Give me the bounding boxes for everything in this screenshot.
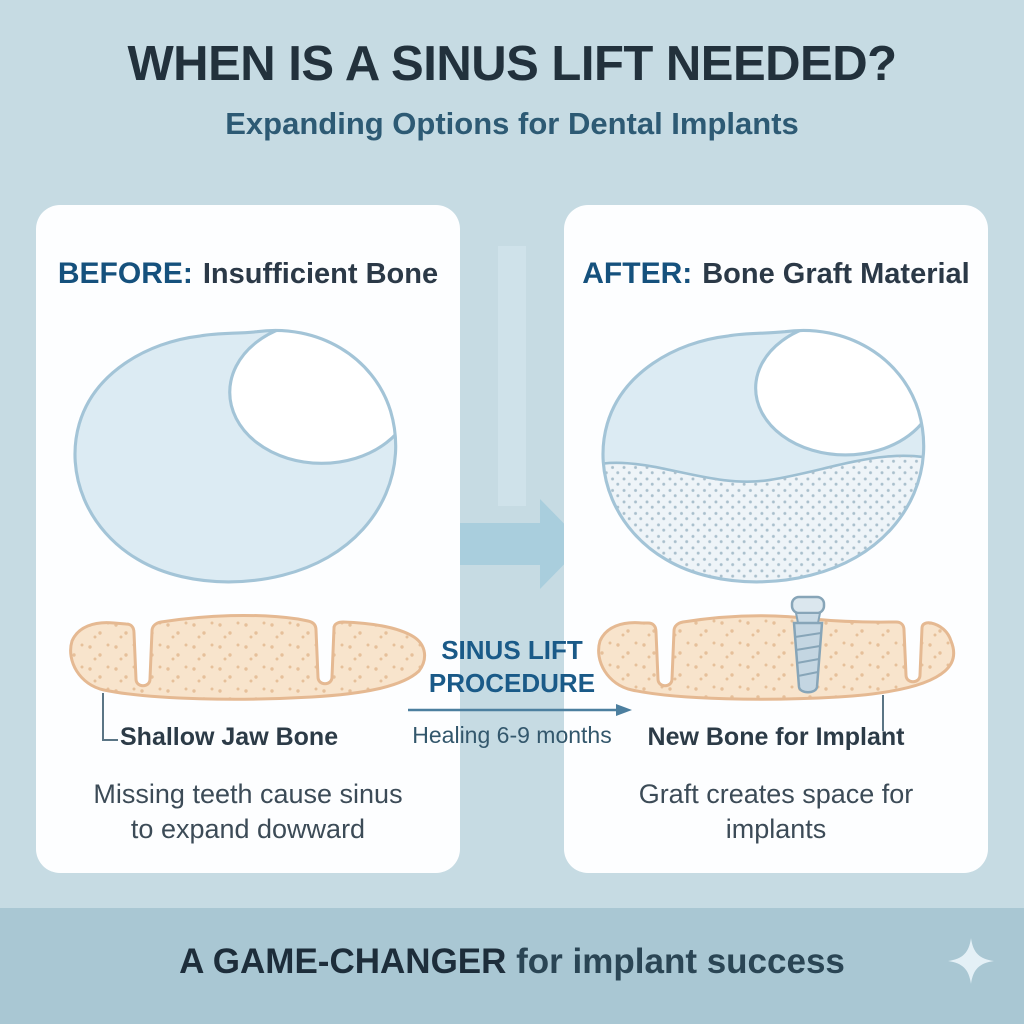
arrow-right-icon [452,499,584,589]
description-line: implants [725,814,827,845]
procedure-label: SINUS LIFT PROCEDURE [412,634,612,699]
sinus-cavity [228,330,396,465]
description-line: Missing teeth cause sinus [93,779,403,809]
footer-highlight: A GAME-CHANGER [179,942,507,981]
after-heading-text: Bone Graft Material [702,258,970,290]
footer-rest: for implant success [506,942,845,981]
callout-connector-line [882,695,884,731]
after-callout: New Bone for Implant [647,723,905,751]
before-description: Missing teeth cause sinus to expand doww… [56,777,440,847]
before-card: BEFORE: Insufficient Bone [36,205,460,873]
after-card: AFTER: Bone Graft Material [564,205,988,873]
procedure-line: SINUS LIFT [441,635,583,665]
after-description: Graft creates space for implants [584,777,968,847]
description-line: to expand dowward [130,814,366,845]
before-label: BEFORE: [57,257,193,290]
sinus-after-illustration [601,328,926,584]
jaw-bone-after-illustration [597,595,956,701]
page-title: WHEN IS A SINUS LIFT NEEDED? [127,37,897,91]
after-card-heading: AFTER: Bone Graft Material [564,257,988,291]
footer-band: A GAME-CHANGER for implant success [0,908,1024,1024]
sinus-before-illustration [73,328,398,584]
footer-text: A GAME-CHANGER for implant success [0,942,1024,982]
healing-label: Healing 6-9 months [412,722,612,748]
before-card-heading: BEFORE: Insufficient Bone [36,257,460,291]
before-callout: Shallow Jaw Bone [120,723,339,751]
before-heading-text: Insufficient Bone [202,258,439,290]
page-subtitle: Expanding Options for Dental Implants [225,106,799,141]
dental-implant-icon [790,595,826,694]
sparkle-icon [948,938,994,984]
procedure-line: PROCEDURE [428,667,596,698]
description-line: Graft creates space for [638,779,914,809]
divider-bar [498,246,526,506]
jaw-bone-before-illustration [69,613,427,701]
arrow-right-icon [408,704,632,716]
after-label: AFTER: [582,257,693,290]
callout-connector-line [102,693,118,741]
